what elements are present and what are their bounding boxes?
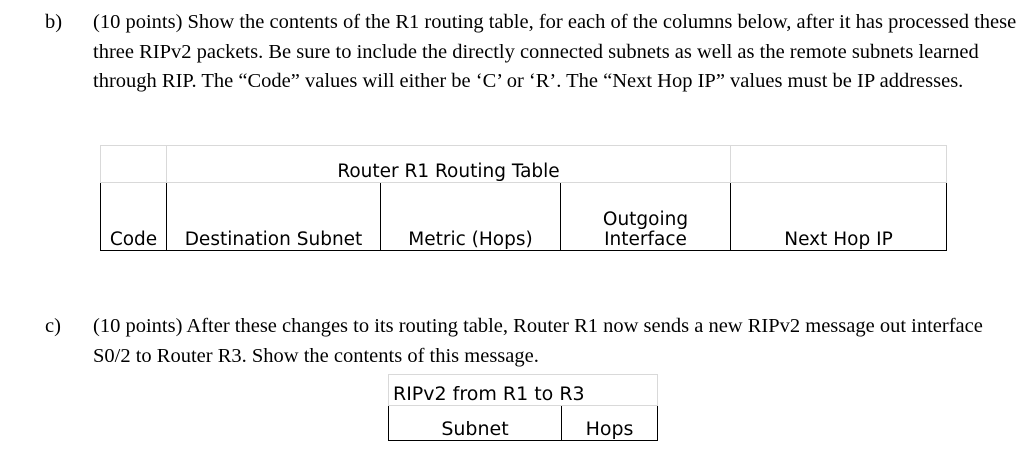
column-header-next-hop-ip: Next Hop IP — [730, 182, 948, 251]
column-header-outgoing-interface-line2: Interface — [604, 229, 687, 251]
routing-table-header-row: Code Destination Subnet Metric (Hops) Ou… — [100, 182, 948, 251]
question-c-text: (10 points) After these changes to its r… — [93, 315, 983, 367]
routing-table-title: Router R1 Routing Table — [165, 145, 732, 183]
column-header-destination-subnet: Destination Subnet — [166, 182, 381, 251]
column-header-outgoing-interface: Outgoing Interface — [559, 182, 732, 251]
column-header-outgoing-interface-line1: Outgoing — [602, 209, 689, 231]
question-b: b) (10 points) Show the contents of the … — [45, 8, 1020, 97]
question-b-text: (10 points) Show the contents of the R1 … — [93, 11, 1017, 92]
question-c: c) (10 points) After these changes to it… — [45, 312, 1020, 371]
ripv2-table-title-row: RIPv2 from R1 to R3 — [388, 374, 658, 406]
ripv2-table-title: RIPv2 from R1 to R3 — [388, 374, 658, 406]
question-b-marker: b) — [45, 11, 63, 33]
column-header-hops: Hops — [561, 405, 658, 441]
routing-table-title-spacer-left — [100, 145, 167, 183]
ripv2-table-header-row: Subnet Hops — [388, 405, 658, 441]
routing-table-title-row: Router R1 Routing Table — [100, 145, 948, 183]
column-header-metric-hops: Metric (Hops) — [380, 182, 561, 251]
router-r1-routing-table: Router R1 Routing Table Code Destination… — [100, 145, 948, 251]
routing-table-title-spacer-right — [730, 145, 948, 183]
ripv2-message-table: RIPv2 from R1 to R3 Subnet Hops — [388, 374, 658, 441]
column-header-code: Code — [100, 182, 167, 251]
column-header-subnet: Subnet — [388, 405, 562, 441]
question-c-marker: c) — [45, 315, 61, 337]
